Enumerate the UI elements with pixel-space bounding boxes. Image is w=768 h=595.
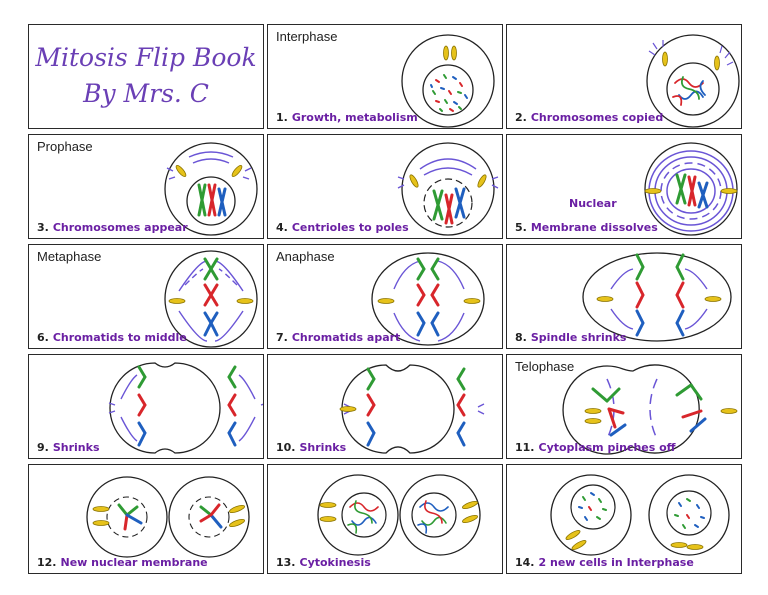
panel-8: 8.Spindle shrinks — [506, 244, 742, 349]
title-panel: Mitosis Flip Book By Mrs. C — [28, 24, 264, 129]
panel-9: 9.Shrinks — [28, 354, 264, 459]
panel-14: 14.2 new cells in Interphase — [506, 464, 742, 574]
panel-2: 2.Chromosomes copied — [506, 24, 742, 129]
cell-drawing — [371, 252, 485, 346]
panel-caption: 2.Chromosomes copied — [515, 111, 664, 124]
phase-label: Interphase — [276, 29, 338, 44]
panel-6: Metaphase 6.Chromatids to middle — [28, 244, 264, 349]
panel-7: Anaphase 7.Chromatids apart — [267, 244, 503, 349]
panel-caption: 7.Chromatids apart — [276, 331, 401, 344]
panel-extra-label: Nuclear — [569, 197, 617, 210]
panel-caption: 10.Shrinks — [276, 441, 347, 454]
panel-11: Telophase 11.Cytoplasm pinches off — [506, 354, 742, 459]
panel-caption: 1.Growth, metabolism — [276, 111, 418, 124]
cell-drawing — [317, 474, 481, 556]
cell-drawing — [646, 34, 740, 128]
cell-drawing — [644, 142, 738, 236]
panel-12: 12.New nuclear membrane — [28, 464, 264, 574]
panel-caption: 4.Centrioles to poles — [276, 221, 409, 234]
panel-4: 4.Centrioles to poles — [267, 134, 503, 239]
panel-caption: 13.Cytokinesis — [276, 556, 371, 569]
cell-drawing — [550, 474, 730, 556]
panel-caption: 8.Spindle shrinks — [515, 331, 627, 344]
panel-caption: 12.New nuclear membrane — [37, 556, 208, 569]
panel-5: Nuclear 5.Membrane dissolves — [506, 134, 742, 239]
panel-caption: 14.2 new cells in Interphase — [515, 556, 694, 569]
cell-drawing — [397, 142, 499, 236]
panel-caption: 6.Chromatids to middle — [37, 331, 187, 344]
panel-3: Prophase 3.Chromosomes appear — [28, 134, 264, 239]
cell-drawing — [401, 34, 495, 128]
phase-label: Metaphase — [37, 249, 102, 264]
flip-book-grid: Mitosis Flip Book By Mrs. C Interphase 1… — [28, 24, 742, 574]
cell-drawing — [562, 364, 738, 455]
panel-13: 13.Cytokinesis — [267, 464, 503, 574]
cell-drawing — [164, 142, 258, 236]
panel-caption: 11.Cytoplasm pinches off — [515, 441, 676, 454]
cell-drawing — [164, 250, 258, 348]
panel-caption: 5.Membrane dissolves — [515, 221, 658, 234]
phase-label: Prophase — [37, 139, 93, 154]
panel-caption: 9.Shrinks — [37, 441, 100, 454]
phase-label: Telophase — [515, 359, 575, 374]
panel-caption: 3.Chromosomes appear — [37, 221, 188, 234]
book-author: By Mrs. C — [83, 79, 209, 108]
book-title: Mitosis Flip Book — [35, 43, 257, 72]
cell-drawing — [339, 364, 485, 454]
cell-drawing — [582, 252, 732, 342]
panel-10: 10.Shrinks — [267, 354, 503, 459]
cell-drawing — [108, 362, 263, 454]
cell-drawing — [86, 476, 250, 558]
panel-1: Interphase 1.Growth, metabolism — [267, 24, 503, 129]
phase-label: Anaphase — [276, 249, 335, 264]
